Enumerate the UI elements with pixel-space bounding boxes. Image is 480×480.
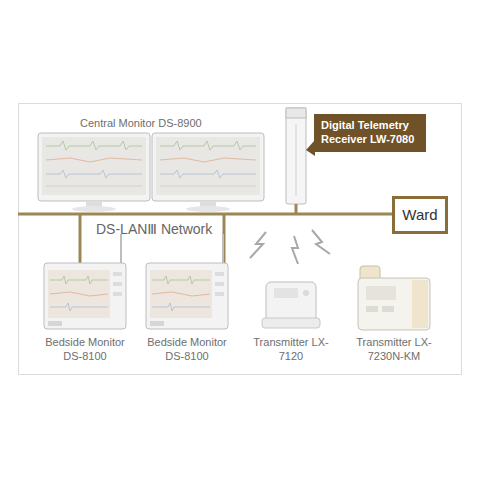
- radio-symbol: [292, 236, 298, 264]
- node-text: Ward: [402, 206, 437, 225]
- ward-box: Ward: [392, 196, 448, 234]
- network-drop: [79, 214, 82, 263]
- device-label: Bedside Monitor DS-8100: [39, 335, 131, 364]
- telemetry-receiver: [286, 108, 306, 204]
- device-label: DS-LANⅢ Network: [96, 220, 212, 238]
- device-label: Bedside Monitor DS-8100: [141, 335, 233, 364]
- transmitter-device: [358, 266, 430, 330]
- bedside-monitor: [146, 234, 228, 329]
- device-label: Transmitter LX-7120: [249, 335, 333, 364]
- device-label: Transmitter LX-7230N-KM: [344, 335, 444, 364]
- network-drop: [295, 204, 298, 214]
- bedside-monitor: [44, 234, 126, 329]
- network-bus: [18, 213, 392, 216]
- central-monitor: [152, 133, 264, 212]
- network-drop: [223, 214, 226, 263]
- callout-box: Digital Telemetry Receiver LW-7080: [314, 114, 426, 152]
- radio-symbol: [312, 230, 330, 254]
- device-label: Central Monitor DS-8900: [80, 116, 202, 130]
- radio-symbol: [250, 232, 266, 258]
- central-monitor: [38, 133, 150, 212]
- transmitter-device: [262, 282, 320, 328]
- frame: [19, 104, 462, 375]
- node-text: Digital Telemetry Receiver LW-7080: [321, 119, 419, 147]
